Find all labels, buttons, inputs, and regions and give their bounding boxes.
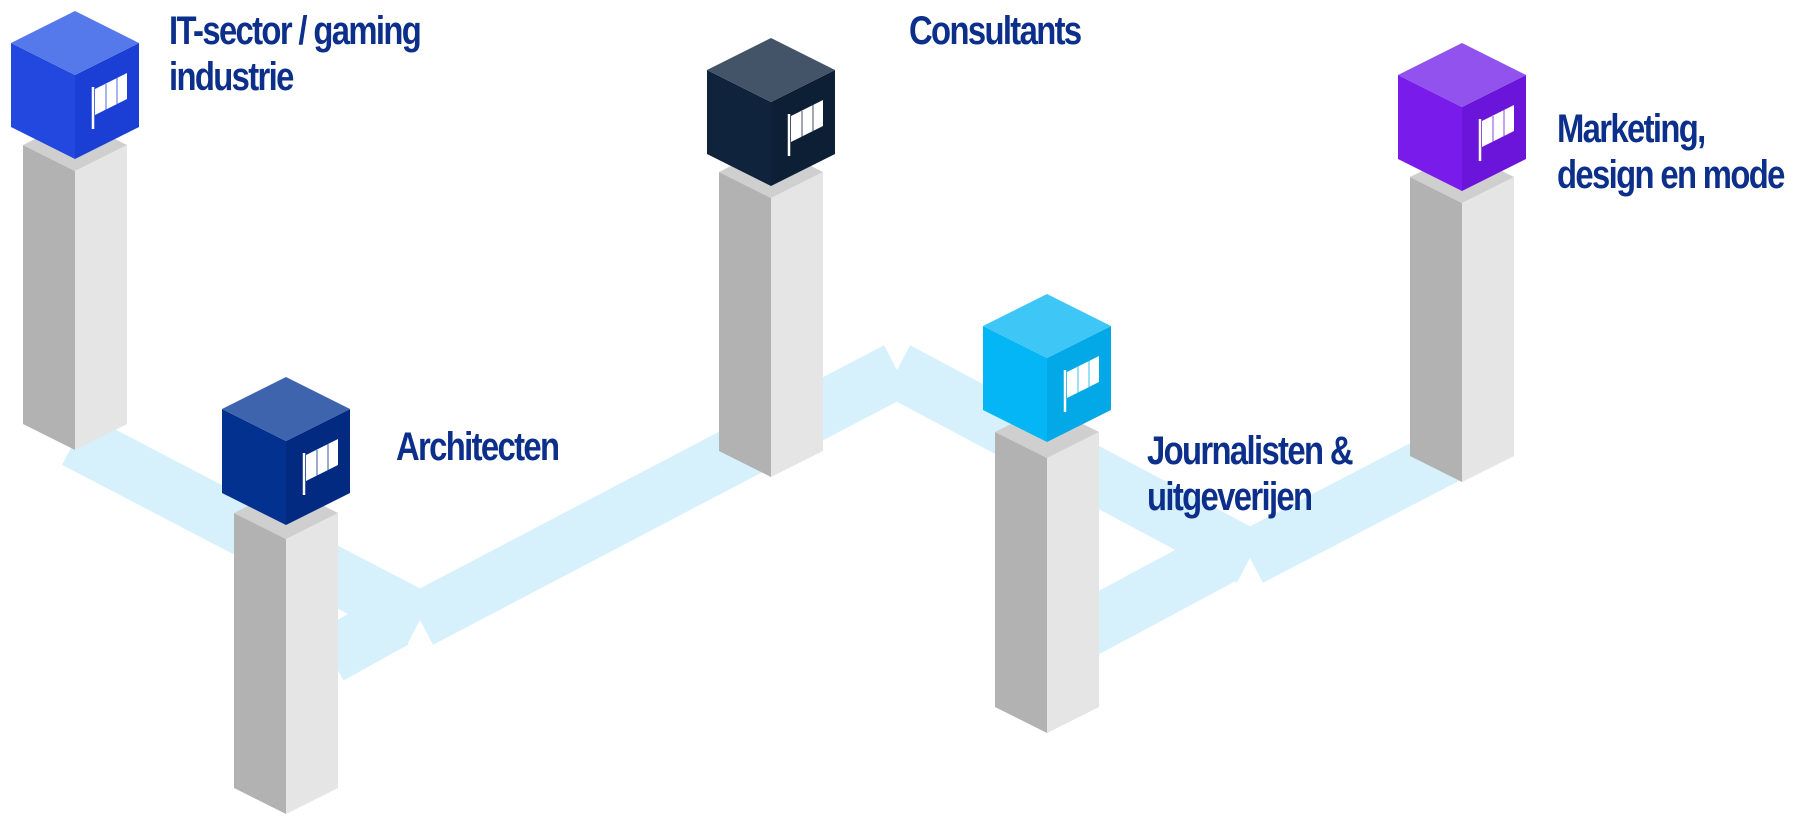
cube-consultants [707, 38, 835, 186]
label-architecten-line-1: Architecten [396, 425, 560, 469]
label-journalisten: Journalisten & uitgeverijen [1147, 428, 1354, 520]
path-segment-5 [316, 595, 409, 681]
flag-icon [1063, 356, 1099, 412]
label-consultants: Consultants [909, 8, 1082, 54]
pillar-left-face [995, 432, 1047, 733]
pillar-left-face [1410, 177, 1462, 482]
cube-journalisten [983, 294, 1111, 442]
label-architecten: Architecten [396, 424, 560, 470]
path-segment-2 [407, 345, 910, 645]
pillar-consultants [719, 146, 823, 477]
flag-cloth [1067, 356, 1099, 398]
label-marketing-line-2: design en mode [1557, 153, 1785, 197]
cube-left-face [222, 409, 286, 525]
cube-left-face [11, 43, 75, 159]
pillar-right-face [1047, 432, 1099, 733]
pillar-right-face [75, 145, 127, 450]
path-segment-6 [1071, 530, 1239, 655]
flag-icon [302, 439, 338, 495]
pillar-marketing [1410, 151, 1514, 482]
pillar-left-face [234, 513, 286, 814]
pillar-left-face [719, 172, 771, 477]
pillar-right-face [286, 513, 338, 814]
cube-top-face [222, 377, 350, 441]
node-it-sector [11, 11, 139, 450]
label-marketing-line-1: Marketing, [1557, 107, 1706, 151]
node-architecten [222, 377, 350, 814]
flag-icon [787, 100, 823, 156]
label-marketing: Marketing, design en mode [1557, 106, 1785, 198]
flag-icon [91, 73, 127, 129]
pillar-right-face [1462, 177, 1514, 482]
pillar-left-face [23, 145, 75, 450]
pillar-right-face [771, 172, 823, 477]
flag-cloth [95, 73, 127, 115]
cube-top-face [983, 294, 1111, 358]
label-journalisten-line-2: uitgeverijen [1147, 475, 1313, 519]
cube-top-face [1398, 43, 1526, 107]
label-it-sector-line-1: IT-sector / gaming [169, 9, 422, 53]
flag-cloth [791, 100, 823, 142]
flag-icon [1478, 105, 1514, 161]
cube-left-face [1398, 75, 1462, 191]
cube-left-face [707, 70, 771, 186]
flag-cloth [306, 439, 338, 481]
cube-top-face [11, 11, 139, 75]
label-it-sector: IT-sector / gaming industrie [169, 8, 422, 100]
cube-top-face [707, 38, 835, 102]
flag-cloth [1482, 105, 1514, 147]
label-consultants-line-1: Consultants [909, 9, 1082, 53]
pillar-journalisten [995, 406, 1099, 733]
cube-marketing [1398, 43, 1526, 191]
node-marketing [1398, 43, 1526, 482]
node-journalisten [983, 294, 1111, 733]
cube-left-face [983, 326, 1047, 442]
pillar-it-sector [23, 119, 127, 450]
cube-architecten [222, 377, 350, 525]
label-it-sector-line-2: industrie [169, 55, 294, 99]
cube-it-sector [11, 11, 139, 159]
label-journalisten-line-1: Journalisten & [1147, 429, 1354, 473]
node-consultants [707, 38, 835, 477]
pillar-architecten [234, 487, 338, 814]
